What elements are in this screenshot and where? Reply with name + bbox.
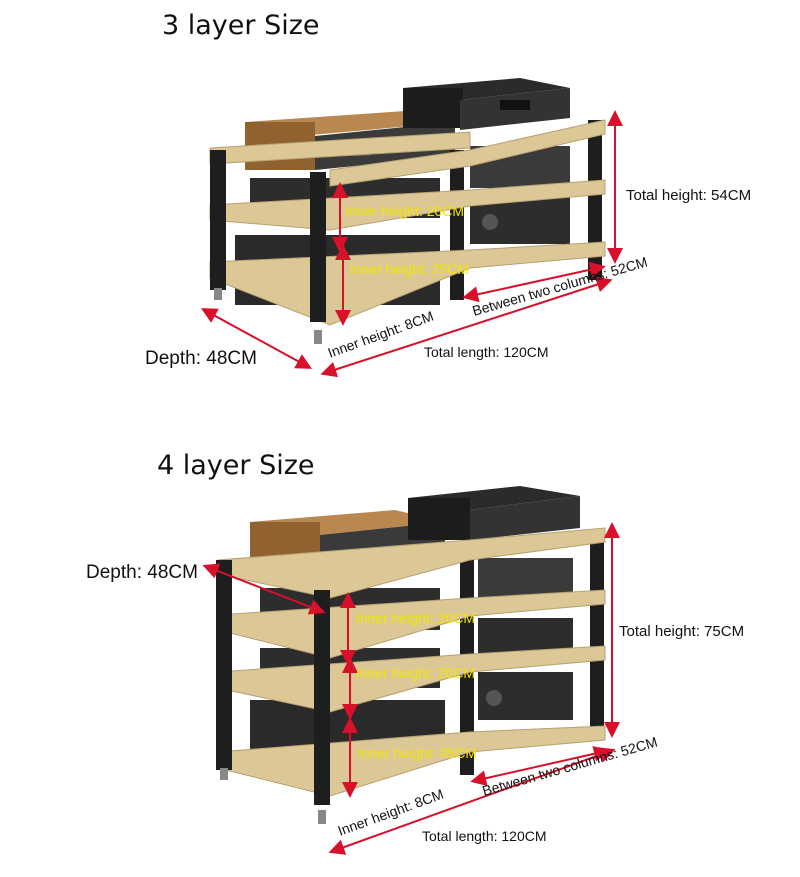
total-length-label: Total length: 120CM [424, 344, 549, 360]
shelf-middle [209, 179, 606, 231]
four-layer-title: 4 layer Size [157, 450, 315, 481]
depth-arrow [200, 308, 313, 369]
depth-label: Depth: 48CM [86, 562, 198, 583]
post-front-mid [310, 172, 326, 322]
total-length-arrow [320, 276, 613, 378]
post-front-left [210, 150, 226, 290]
post-rear-mid [450, 150, 464, 300]
four-layer-panel: 4 layer Size [0, 440, 800, 877]
three-layer-panel: 3 layer Size [0, 0, 800, 420]
cd-player-top [403, 78, 570, 130]
shelf-top [329, 119, 606, 187]
cd-player-top [408, 486, 580, 540]
post-front-mid [314, 590, 330, 805]
inner-height-top-label: Inner height: 20CM [345, 203, 464, 219]
post-rear-right [588, 120, 602, 280]
depth-arrow [202, 563, 326, 615]
depth-label: Depth: 48CM [145, 348, 257, 369]
foot-spike [318, 810, 326, 824]
inner-height-mid-label: Inner height: 25CM [350, 261, 469, 277]
inner-height-3-label: Inner height: 25CM [358, 745, 477, 761]
total-length-label: Total length: 120CM [422, 828, 547, 844]
three-layer-rack-illustration: Total height: 54CM Inner height: 20CM In… [145, 78, 751, 378]
post-front-left [216, 560, 232, 770]
inner-height-2-label: Inner height: 20CM [356, 665, 475, 681]
foot-spike [220, 768, 228, 780]
three-layer-title: 3 layer Size [162, 10, 320, 41]
inner-height-1-label: Inner height: 20CM [356, 610, 475, 626]
foot-spike [214, 288, 222, 300]
four-layer-rack-illustration: Depth: 48CM Total height: 75CM Inner hei… [86, 486, 744, 855]
foot-spike [314, 330, 322, 344]
post-rear-right [590, 530, 604, 730]
total-length-arrow [328, 747, 616, 855]
total-height-label: Total height: 75CM [619, 623, 744, 640]
total-height-label: Total height: 54CM [626, 187, 751, 204]
